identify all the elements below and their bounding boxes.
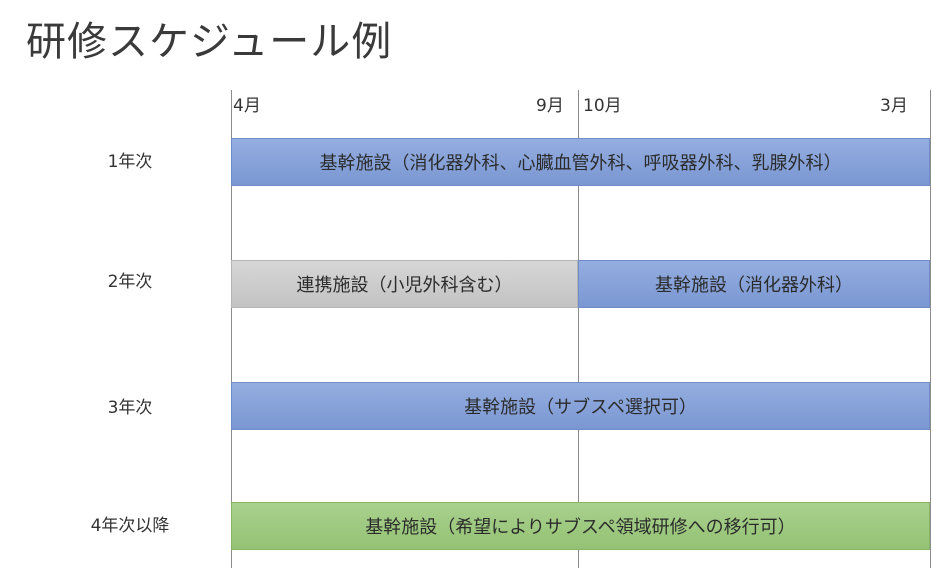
timeline-end-line (930, 90, 931, 568)
month-label-march: 3月 (880, 96, 908, 116)
page-title: 研修スケジュール例 (26, 19, 393, 65)
month-label-april: 4月 (233, 96, 261, 116)
year-label-1: 1年次 (107, 152, 153, 172)
month-label-september: 9月 (536, 96, 564, 116)
timeline-start-line (231, 90, 232, 568)
schedule-bar-year4: 基幹施設（希望によりサブスペ領域研修への移行可） (231, 502, 930, 550)
schedule-bar-year2-first-half: 連携施設（小児外科含む） (231, 260, 578, 308)
year-label-3: 3年次 (107, 398, 153, 418)
year-label-2: 2年次 (107, 272, 153, 292)
schedule-bar-year3: 基幹施設（サブスペ選択可） (231, 382, 930, 430)
month-label-october: 10月 (583, 96, 622, 116)
schedule-bar-year2-second-half: 基幹施設（消化器外科） (578, 260, 930, 308)
timeline-mid-line (578, 90, 579, 568)
schedule-bar-year1: 基幹施設（消化器外科、心臓血管外科、呼吸器外科、乳腺外科） (231, 138, 930, 186)
year-label-4: 4年次以降 (90, 516, 170, 536)
